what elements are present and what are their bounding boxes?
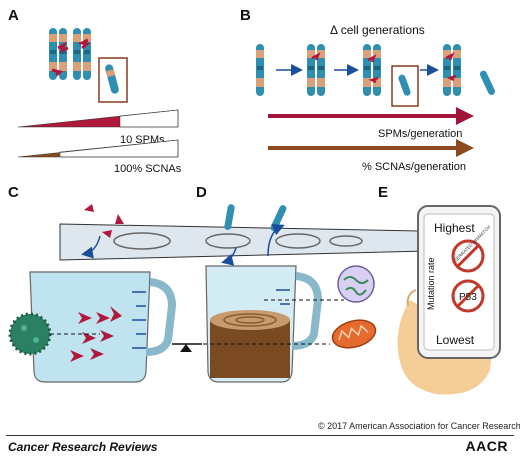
badge-p53-label: P53 — [459, 292, 477, 303]
beaker-d — [205, 265, 323, 383]
generations-title: Δ cell generations — [330, 23, 425, 37]
panel-label-e: E — [378, 184, 388, 201]
beaker-c — [29, 271, 177, 383]
scna-rate-arrow — [268, 139, 474, 157]
panel-label-a: A — [8, 7, 19, 24]
spm-rate-arrow — [268, 107, 474, 125]
spm-wedge — [17, 109, 179, 128]
panel-label-d: D — [196, 184, 207, 201]
scna-rate-label: % SCNAs/generation — [362, 161, 466, 173]
highest-label: Highest — [434, 221, 475, 235]
journal-name: Cancer Research Reviews — [8, 440, 158, 454]
tube-chromosomes — [221, 204, 287, 266]
copyright: © 2017 American Association for Cancer R… — [318, 421, 520, 431]
panel-a-chromosomes — [49, 28, 128, 103]
mutation-rate-axis-label: Mutation rate — [426, 257, 436, 310]
spm-rate-label: SPMs/generation — [378, 128, 462, 140]
nucleus-icon — [337, 265, 375, 303]
mutation-arrows-tube — [81, 204, 124, 259]
badge-p53 — [451, 279, 485, 313]
badge-mismatch — [451, 239, 485, 273]
footer-rule — [6, 435, 514, 436]
mitochondrion-icon — [331, 319, 377, 349]
panel-b-chromosome-series — [256, 44, 495, 107]
aacr-logo: AACR — [465, 438, 508, 454]
scna-label: 100% SCNAs — [114, 163, 182, 175]
lowest-label: Lowest — [436, 333, 475, 347]
balance-marker-icon — [172, 343, 202, 352]
flow-tube — [59, 223, 471, 261]
scna-wedge — [17, 139, 179, 158]
mutations-in-beaker — [70, 306, 122, 362]
panel-label-c: C — [8, 184, 19, 201]
panel-label-b: B — [240, 7, 251, 24]
virus-icon — [8, 312, 52, 356]
footer: Cancer Research Reviews AACR — [0, 435, 520, 459]
